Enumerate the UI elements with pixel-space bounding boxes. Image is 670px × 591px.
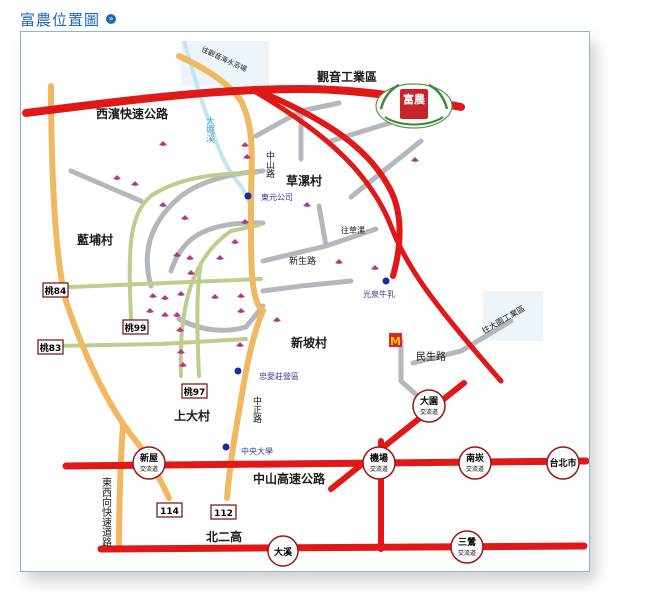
minsheng-road-label: 民生路	[416, 350, 446, 363]
route-shield-83: 桃83	[37, 339, 64, 355]
interchange-jichang: 機場 交流道	[362, 446, 396, 480]
orchid-markers	[113, 141, 419, 367]
dongyuan-company-label: 東元公司	[261, 192, 293, 202]
zhongshan-road-label: 中山路	[264, 150, 275, 179]
svg-text:交流道: 交流道	[458, 549, 476, 557]
east-west-expressway-label: 東西向快速道路	[100, 476, 112, 548]
svg-text:機場: 機場	[370, 452, 388, 464]
page-title: 富農位置圖 »	[20, 8, 117, 30]
interchange-sanying: 三鶯 交流道	[450, 530, 484, 564]
guangquan-marker	[382, 277, 390, 285]
svg-text:桃83: 桃83	[40, 342, 62, 354]
interchange-dayuan: 大園 交流道	[412, 389, 446, 423]
xinsheng-road-label: 新生路	[289, 255, 316, 267]
xibin-expressway-label: 西濱快速公路	[96, 106, 169, 121]
poi-markers	[222, 192, 390, 451]
dakuxi-label: 大堀溪	[204, 115, 215, 144]
route-shield-112: 112	[210, 504, 237, 520]
svg-text:M: M	[390, 335, 401, 348]
funong-logo: 富農	[375, 83, 453, 129]
svg-text:交流道: 交流道	[420, 408, 438, 416]
location-map: M 富農 觀音工業區 西濱快速公路 草漯村 藍埔村 新坡村 上大村 中山高速公路…	[20, 31, 590, 572]
route-shield-97: 桃97	[181, 383, 208, 399]
svg-text:交流道: 交流道	[466, 465, 484, 473]
arrow-circle-icon: »	[106, 14, 117, 24]
svg-text:大溪: 大溪	[274, 546, 293, 558]
zhongai-barracks-label: 忠愛莊營區	[259, 371, 299, 381]
svg-text:桃84: 桃84	[45, 285, 67, 297]
mcdonalds-icon: M	[389, 333, 402, 348]
svg-text:交流道: 交流道	[370, 465, 388, 473]
interchange-nankan: 南崁 交流道	[458, 446, 492, 480]
lanpu-village-label: 藍埔村	[77, 232, 113, 247]
svg-text:桃99: 桃99	[125, 322, 147, 334]
interchange-taipei: 台北市	[546, 446, 580, 480]
zhongshan-highway-label: 中山高速公路	[253, 471, 326, 486]
page-title-text: 富農位置圖	[20, 10, 101, 29]
route-shield-114: 114	[156, 502, 183, 518]
xinpo-village-label: 新坡村	[291, 335, 327, 350]
interchange-daxi: 大溪	[267, 535, 299, 567]
svg-text:大園: 大園	[420, 395, 438, 407]
svg-text:三鶯: 三鶯	[458, 536, 476, 548]
route-shield-84: 桃84	[42, 282, 69, 298]
caolu-village-label: 草漯村	[286, 173, 322, 188]
svg-text:114: 114	[160, 507, 179, 517]
local-roads	[68, 100, 514, 402]
university-marker	[222, 443, 230, 451]
to-caota-label: 往草漯	[341, 225, 365, 235]
route-shield-99: 桃99	[122, 319, 149, 335]
shangda-village-label: 上大村	[174, 408, 210, 423]
logo-text: 富農	[403, 92, 426, 106]
central-university-label: 中央大學	[241, 446, 273, 456]
svg-text:桃97: 桃97	[184, 386, 206, 398]
svg-text:台北市: 台北市	[549, 457, 576, 469]
svg-text:南崁: 南崁	[466, 452, 484, 464]
dongyuan-marker	[244, 192, 252, 200]
svg-text:交流道: 交流道	[140, 465, 158, 473]
green-roads	[44, 171, 263, 378]
beierigao-label: 北二高	[206, 529, 242, 544]
svg-text:112: 112	[214, 509, 233, 519]
svg-text:新屋: 新屋	[140, 452, 158, 464]
interchange-xinwu: 新屋 交流道	[132, 446, 166, 480]
zhongzheng-road-label: 中正路	[251, 395, 262, 424]
guanyin-industrial-label: 觀音工業區	[317, 69, 377, 84]
zhongai-marker	[234, 367, 242, 375]
guangquan-milk-label: 光泉牛乳	[363, 289, 395, 299]
map-svg: M 富農 觀音工業區 西濱快速公路 草漯村 藍埔村 新坡村 上大村 中山高速公路…	[22, 40, 589, 567]
